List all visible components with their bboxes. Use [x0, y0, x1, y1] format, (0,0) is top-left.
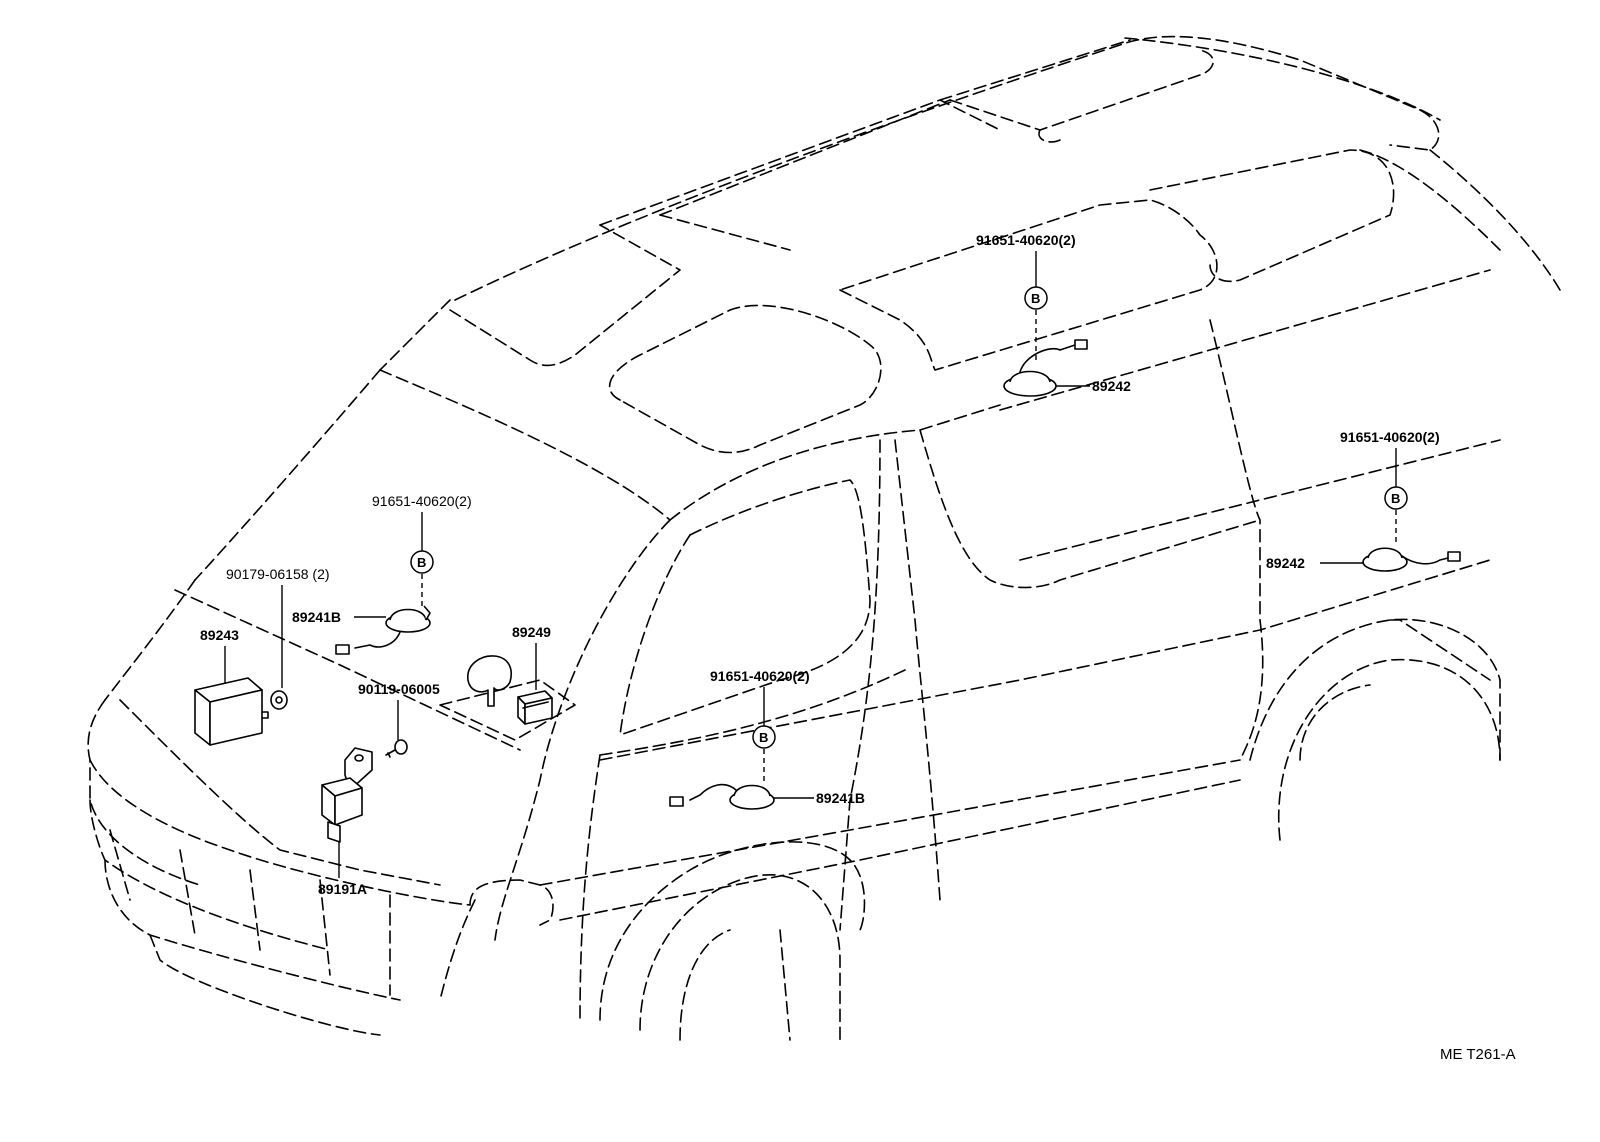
front-sensor-group: 91651-40620(2) B 89241B — [292, 493, 472, 655]
side-rear-sensor-group: 91651-40620(2) B 89242 — [1266, 429, 1461, 572]
dash-outline — [439, 679, 576, 741]
bolt-door-symbol — [752, 725, 776, 749]
impact-sensor-front-icon — [335, 605, 431, 655]
steering-pad-icon — [467, 655, 512, 707]
bolt-front-label: 91651-40620(2) — [372, 493, 472, 509]
bolt-side-rear-symbol — [1384, 486, 1408, 510]
door-sensor-group: 91651-40620(2) B 89241B — [669, 668, 865, 810]
bolt-front-symbol — [410, 550, 434, 574]
airbag-switch-icon — [517, 690, 553, 725]
airbag-ecu-icon — [194, 677, 269, 746]
reference-code: ME T261-A — [1440, 1046, 1516, 1063]
vehicle-outline — [87, 35, 1561, 1041]
screw-grommet-icon — [270, 690, 288, 710]
bolt-side-rear-b: B — [1391, 491, 1400, 506]
bolt-roof-rear-b: B — [1031, 291, 1040, 306]
bolt-roof-rear-label: 91651-40620(2) — [976, 232, 1076, 248]
screw-icon — [385, 739, 408, 758]
bolt-front-b: B — [417, 555, 426, 570]
relay-label: 89191A — [318, 881, 367, 897]
bolt-side-rear-label: 91651-40620(2) — [1340, 429, 1440, 445]
ecu-module-label: 89243 — [200, 627, 239, 643]
sensor-front-label: 89241B — [292, 609, 341, 625]
impact-sensor-door-icon — [669, 783, 775, 810]
ecu-group: 90179-06158 (2) 89243 — [194, 566, 330, 746]
screw-relay-label: 90119-06005 — [358, 681, 440, 697]
sensor-door-label: 89241B — [816, 790, 865, 806]
bolt-door-label: 91651-40620(2) — [710, 668, 810, 684]
switch-dash-label: 89249 — [512, 624, 551, 640]
impact-sensor-side-rear-icon — [1362, 547, 1461, 572]
sensor-side-rear-label: 89242 — [1266, 555, 1305, 571]
bolt-roof-rear-symbol — [1024, 286, 1048, 310]
dash-switch-group: 89249 — [439, 624, 576, 741]
impact-sensor-roof-rear-icon — [1003, 339, 1088, 397]
bolt-door-b: B — [759, 730, 768, 745]
relay-bracket-icon — [321, 747, 373, 843]
sensor-roof-rear-label: 89242 — [1092, 378, 1131, 394]
screw-ecu-label: 90179-06158 (2) — [226, 566, 330, 582]
roof-rear-sensor-group: 91651-40620(2) B 89242 — [976, 232, 1131, 397]
relay-group: 90119-06005 89191A — [318, 681, 440, 897]
